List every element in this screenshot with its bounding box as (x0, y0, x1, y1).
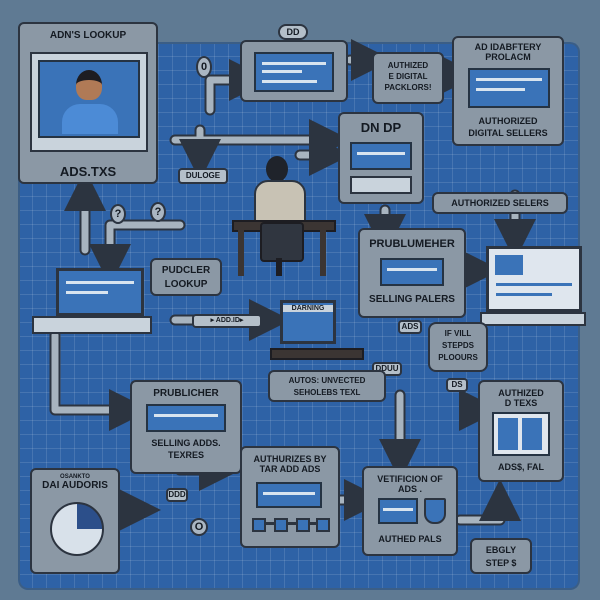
publicher-line2: TEXRES (167, 450, 204, 460)
ddd-tag: DDD (166, 488, 188, 502)
marker-circle-3: ? (150, 202, 166, 222)
ad-identity-line1: AD IDABFTERY (474, 42, 542, 52)
person-at-desk-icon (232, 150, 336, 280)
vetification-box: VETIFICION OF ADS . AUTHED PALS (362, 466, 458, 556)
ad-identity-line4: DIGITAL SELLERS (468, 128, 548, 138)
if-vill-line2: STEPDS (441, 341, 474, 350)
prublumeher-title: PRUBLUMEHER (369, 238, 455, 250)
ads-lookup-caption: ADS.TXS (59, 164, 117, 179)
ads-lookup-box: ADN'S LOOKUP ADS.TXS (18, 22, 158, 184)
dai-audoris-small: OSANKTO (60, 474, 90, 480)
person-body-icon (62, 104, 118, 134)
ad-identity-line2: PROLACM (485, 52, 531, 62)
left-laptop-icon (22, 268, 154, 338)
publisher-lookup-line1: PUDCLER (161, 265, 211, 276)
authized-texs-line2: D TEXS (504, 398, 538, 408)
publisher-lookup-line2: LOOKUP (164, 279, 208, 290)
authed-digital-line1: AUTHIZED (387, 61, 429, 70)
prublumeher-box: PRUBLUMEHER SELLING PALERS (358, 228, 466, 318)
lookup-monitor (30, 52, 148, 152)
top-screen-box (240, 40, 348, 102)
ds-tag: DS (446, 378, 468, 392)
darining-monitor-icon: DARNING (270, 300, 364, 370)
shield-icon (424, 498, 446, 524)
top-tag: DD (278, 24, 308, 40)
authed-digital-box: AUTHIZED E DIGITAL PACKLORS! (372, 52, 444, 104)
add-id-tag: ▸ ADD.ID▸ (192, 314, 262, 328)
publicher-title: PRUBLICHER (153, 388, 219, 399)
right-laptop-icon (480, 246, 586, 334)
autos-unvected-line2: SEHOLEBS TEXL (293, 388, 361, 397)
publisher-lookup-box: PUDCLER LOOKUP (150, 258, 222, 296)
publicher-line1: SELLING ADDS. (151, 438, 221, 448)
marker-circle-1: 0 (196, 56, 212, 78)
darining-label: DARNING (283, 305, 333, 312)
prublumeher-caption: SELLING PALERS (369, 294, 455, 305)
arrow-left-vertical (49, 329, 136, 416)
egly-step-line1: EBGLY (485, 545, 517, 555)
publicher-box: PRUBLICHER SELLING ADDS. TEXRES (130, 380, 242, 474)
authized-texs-box: AUTHIZED D TEXS ADS$, FAL (478, 380, 564, 482)
dn-dp-box: DN DP (338, 112, 424, 204)
ads-lookup-title: ADN'S LOOKUP (49, 30, 127, 41)
egly-step-line2: STEP $ (485, 558, 517, 568)
authized-texs-line1: AUTHIZED (498, 388, 544, 398)
ad-identity-box: AD IDABFTERY PROLACM AUTHORIZED DIGITAL … (452, 36, 564, 146)
if-vill-line3: PLOOURS (438, 353, 478, 362)
person-head-icon (76, 70, 102, 100)
egly-step-box: EBGLY STEP $ (470, 538, 532, 574)
vetification-line2: ADS . (397, 484, 422, 494)
authized-texs-caption: ADS$, FAL (497, 462, 544, 472)
vetification-caption: AUTHED PALS (378, 534, 442, 544)
ads-tag: ADS (398, 320, 422, 334)
if-vill-box: IF VILL STEPDS PLOOURS (428, 322, 488, 372)
authorizes-by-box: AUTHURIZES BY TAR ADD ADS (240, 446, 340, 548)
dn-dp-title: DN DP (360, 120, 402, 135)
dai-audoris-box: OSANKTO DAI AUDORIS (30, 468, 120, 574)
ad-identity-line3: AUTHORIZED (478, 116, 538, 126)
pie-chart-icon (50, 502, 104, 556)
autos-unvected-line1: AUTOS: UNVECTED (288, 376, 366, 385)
o-marker: O (190, 518, 208, 536)
if-vill-line1: IF VILL (444, 329, 472, 338)
progress-steps-icon (252, 518, 330, 535)
dai-audoris-title: DAI AUDORIS (42, 480, 108, 491)
vetification-line1: VETIFICION OF (377, 474, 443, 484)
marker-circle-2: ? (110, 204, 126, 224)
authorizes-by-line2: TAR ADD ADS (259, 464, 321, 474)
authorized-sellers-box: AUTHORIZED SELERS (432, 192, 568, 214)
autos-unvected-box: AUTOS: UNVECTED SEHOLEBS TEXL (268, 370, 386, 402)
authorizes-by-line1: AUTHURIZES BY (253, 454, 327, 464)
authed-digital-line2: E DIGITAL (388, 72, 428, 81)
duloge-tag: DULOGE (178, 168, 228, 184)
authed-digital-line3: PACKLORS! (384, 83, 432, 92)
